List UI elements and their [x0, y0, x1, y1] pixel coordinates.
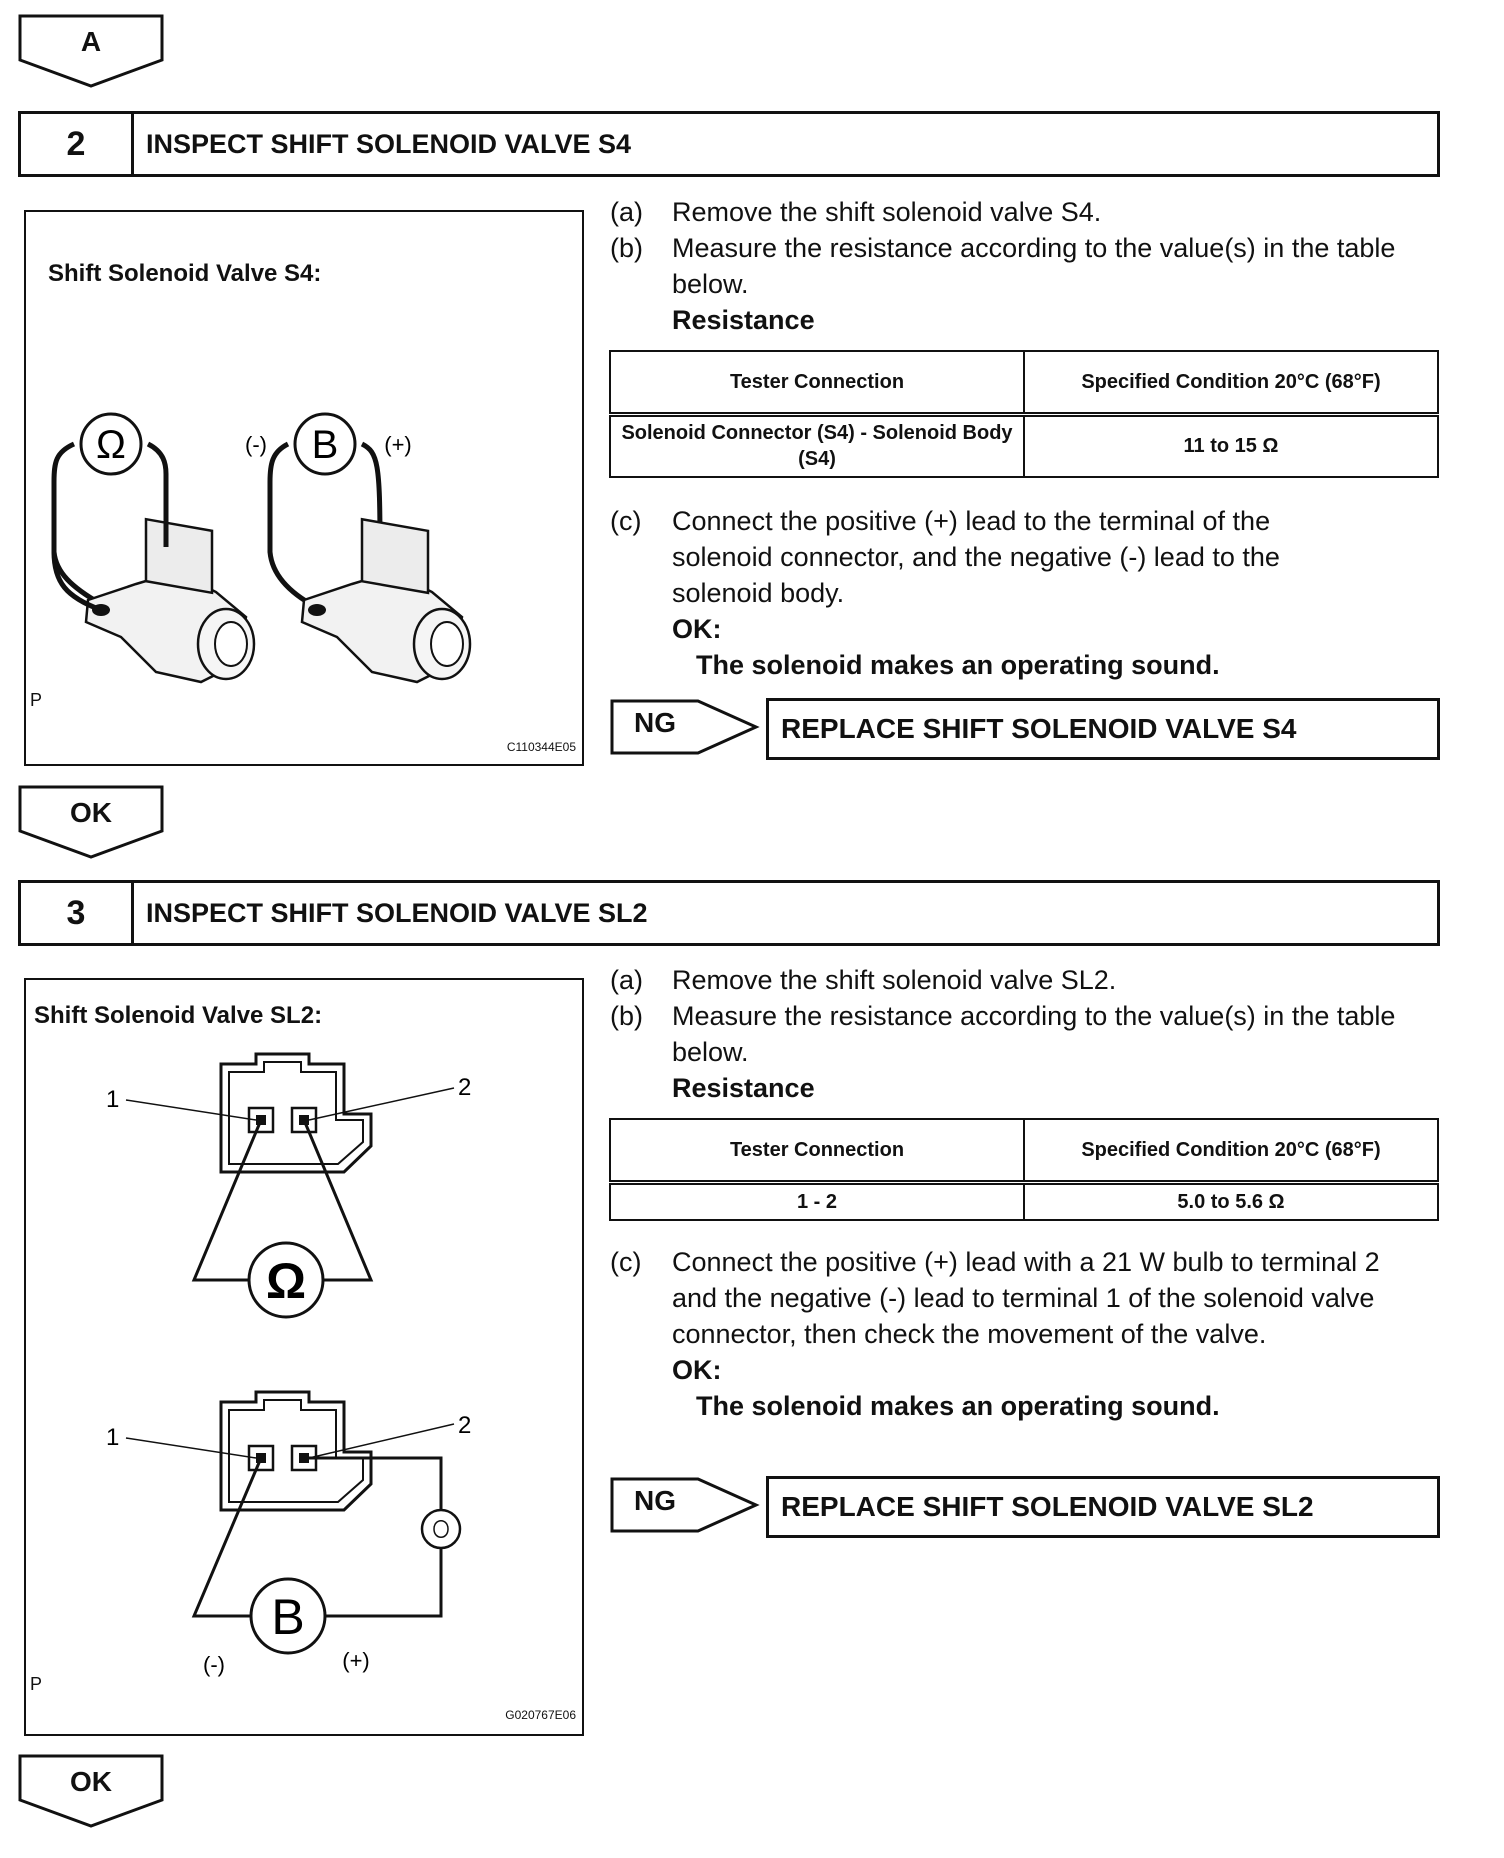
step-3-ok-text: The solenoid makes an operating sound.: [696, 1391, 1220, 1421]
step-3-instructions: (a)Remove the shift solenoid valve SL2. …: [610, 962, 1440, 1106]
figure-sl2-corner-p: P: [30, 1674, 43, 1694]
step-3-b: (b)Measure the resistance according to t…: [610, 1001, 1396, 1067]
table-header-cell: Specified Condition 20°C (68°F): [1023, 350, 1439, 417]
plus-label: (+): [342, 1648, 370, 1673]
terminal-1-label: 1: [106, 1086, 119, 1113]
step-2-a: (a)Remove the shift solenoid valve S4.: [610, 197, 1102, 227]
table-header-cell: Tester Connection: [609, 350, 1025, 417]
pentagon-arrow-icon: [18, 14, 164, 88]
ng-arrow-icon: [610, 1477, 760, 1533]
terminal-1-label: 1: [106, 1424, 119, 1451]
step-2-resistance-label: Resistance: [672, 305, 815, 335]
step-3-ok-label: OK:: [672, 1355, 722, 1385]
step-3-ng: NG REPLACE SHIFT SOLENOID VALVE SL2: [610, 1476, 1440, 1540]
step-3-instructions-c: (c)Connect the positive (+) lead with a …: [610, 1244, 1440, 1424]
ng-arrow-icon: [610, 699, 760, 755]
terminal-2-label: 2: [458, 1074, 471, 1101]
step-2-resistance-table: Tester Connection Specified Condition 20…: [609, 350, 1439, 478]
ng-label: NG: [634, 1485, 676, 1516]
minus-label: (-): [245, 432, 267, 457]
connector-ohm-group: 1 2 Ω: [106, 1052, 471, 1319]
battery-symbol: B: [312, 423, 339, 467]
solenoid-s4-illustration: Ω B (-) (+): [51, 412, 472, 764]
step-3-resistance-label: Resistance: [672, 1073, 815, 1103]
table-cell: Solenoid Connector (S4) - Solenoid Body …: [609, 413, 1025, 478]
marker-a: A: [18, 14, 164, 88]
step-2-ng: NG REPLACE SHIFT SOLENOID VALVE S4: [610, 698, 1440, 762]
table-header-cell: Tester Connection: [609, 1118, 1025, 1185]
figure-sl2-code: G020767E06: [505, 1708, 576, 1722]
step-3-number: 3: [21, 883, 134, 943]
step-3-title: INSPECT SHIFT SOLENOID VALVE SL2: [146, 897, 648, 928]
ohm-symbol: Ω: [96, 423, 126, 467]
figure-s4-title: Shift Solenoid Valve S4:: [48, 260, 322, 287]
solenoid-ohm-group: Ω: [51, 412, 256, 764]
ng-action-box: REPLACE SHIFT SOLENOID VALVE SL2: [766, 1476, 1440, 1538]
step-2-b: (b)Measure the resistance according to t…: [610, 233, 1396, 299]
figure-s4-corner-p: P: [30, 690, 43, 710]
step-2-number: 2: [21, 114, 134, 174]
figure-sl2-title: Shift Solenoid Valve SL2:: [34, 1002, 323, 1029]
minus-label: (-): [203, 1652, 225, 1677]
step-2-ok-text: The solenoid makes an operating sound.: [696, 650, 1220, 680]
figure-s4-code: C110344E05: [506, 740, 576, 754]
connector-battery-group: 1 2 B (-) (+): [106, 1390, 471, 1677]
solenoid-battery-group: B (-) (+): [245, 412, 472, 684]
ng-action-box: REPLACE SHIFT SOLENOID VALVE S4: [766, 698, 1440, 760]
step-3-resistance-table: Tester Connection Specified Condition 20…: [609, 1118, 1439, 1221]
marker-ok-1-label: OK: [70, 797, 112, 828]
pentagon-arrow-icon: [18, 785, 164, 859]
marker-ok-2: OK: [18, 1754, 164, 1828]
table-cell: 5.0 to 5.6 Ω: [1023, 1181, 1439, 1221]
battery-symbol: B: [271, 1589, 304, 1645]
pentagon-arrow-icon: [18, 1754, 164, 1828]
step-2-ok-label: OK:: [672, 614, 722, 644]
plus-label: (+): [384, 432, 412, 457]
step-2-title: INSPECT SHIFT SOLENOID VALVE S4: [146, 128, 632, 159]
table-header-cell: Specified Condition 20°C (68°F): [1023, 1118, 1439, 1185]
marker-a-label: A: [80, 26, 102, 57]
marker-ok-2-label: OK: [70, 1766, 112, 1797]
table-cell: 11 to 15 Ω: [1023, 413, 1439, 478]
terminal-2-label: 2: [458, 1412, 471, 1439]
ng-label: NG: [634, 707, 676, 738]
step-2-c: (c)Connect the positive (+) lead to the …: [610, 506, 1280, 608]
step-3-c: (c)Connect the positive (+) lead with a …: [610, 1247, 1380, 1349]
bulb-icon: [420, 1508, 462, 1550]
step-3-a: (a)Remove the shift solenoid valve SL2.: [610, 965, 1117, 995]
connector-sl2-illustration: 1 2 Ω 1 2 B (-) (+): [106, 1052, 471, 1677]
figure-s4: Shift Solenoid Valve S4: Ω: [24, 210, 584, 766]
marker-ok-1: OK: [18, 785, 164, 859]
step-3-header: 3 INSPECT SHIFT SOLENOID VALVE SL2: [18, 880, 1440, 946]
table-cell: 1 - 2: [609, 1181, 1025, 1221]
figure-sl2: Shift Solenoid Valve SL2: 1 2 Ω: [24, 978, 584, 1736]
ohm-symbol: Ω: [266, 1253, 306, 1309]
step-2-instructions: (a)Remove the shift solenoid valve S4. (…: [610, 194, 1440, 338]
step-2-header: 2 INSPECT SHIFT SOLENOID VALVE S4: [18, 111, 1440, 177]
step-2-instructions-c: (c)Connect the positive (+) lead to the …: [610, 503, 1440, 683]
